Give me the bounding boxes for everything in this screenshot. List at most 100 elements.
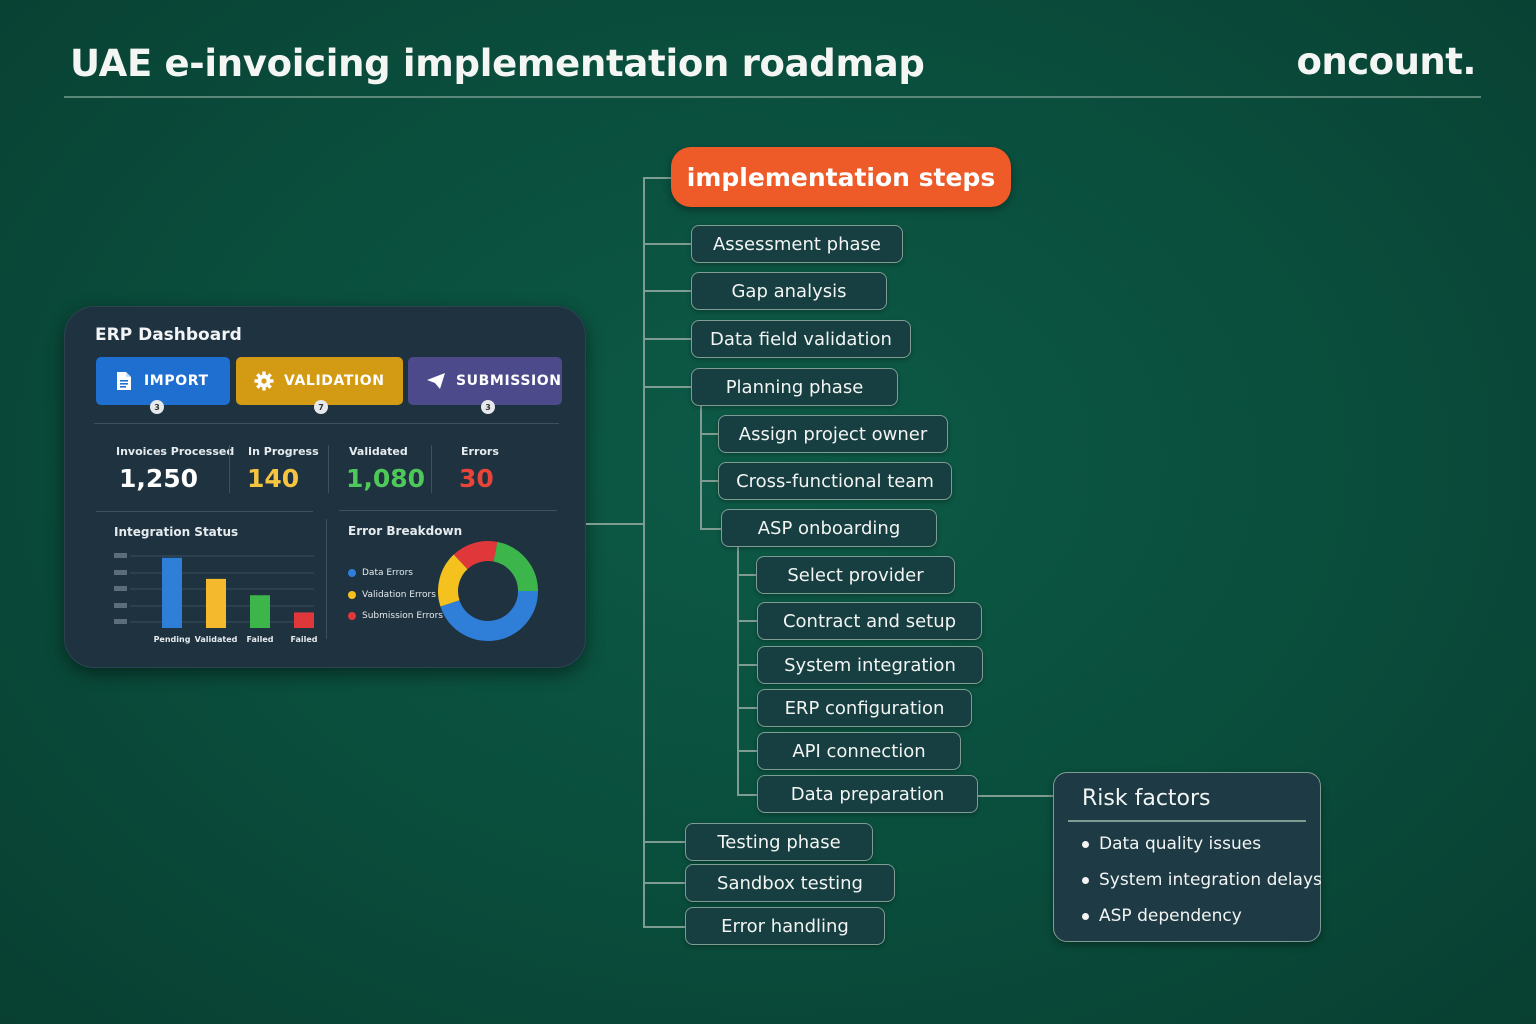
risk-item: System integration delays [1082,870,1322,890]
submission-badge: 3 [481,400,495,414]
branch-connector [737,707,758,709]
legend-label: Data Errors [362,568,413,578]
node-system-integration: System integration [757,646,983,684]
validation-button[interactable]: VALIDATION [236,357,403,405]
node-api-connection: API connection [757,732,961,770]
donut-segment-red [453,541,498,570]
stat-divider [431,445,432,493]
risk-item-label: System integration delays [1099,870,1322,890]
header-divider [64,96,1481,98]
stat-value-errors: 30 [459,464,494,493]
donut-segment-yellow [438,554,468,607]
integration-status-chart: Pending Validated Failed Failed [114,553,318,644]
node-contract-and-setup: Contract and setup [757,602,982,640]
risk-factors-title: Risk factors [1082,786,1211,811]
panel-divider [339,510,557,511]
dashboard-title: ERP Dashboard [95,325,242,345]
risk-factors-box: Risk factors Data quality issues System … [1053,772,1322,942]
branch-connector [643,243,692,245]
bar-label-2: Failed [246,635,273,644]
import-badge: 3 [150,400,164,414]
legend-submission-errors: Submission Errors [348,611,443,621]
risk-divider [1068,820,1306,822]
branch-connector [737,574,757,576]
branch-connector [643,386,692,388]
donut-segment-blue [440,590,538,641]
donut-hole [459,562,517,620]
donut-segment-green [493,541,538,592]
bar-label-3: Failed [290,635,317,644]
error-breakdown-title: Error Breakdown [348,524,463,538]
error-breakdown-donut [438,541,538,641]
y-tick-mark [114,586,127,591]
bar-label-1: Validated [195,635,238,644]
branch-connector [737,750,758,752]
import-button-label: IMPORT [144,373,209,389]
import-button[interactable]: IMPORT [96,357,230,405]
node-gap-analysis: Gap analysis [691,272,887,310]
panel-divider [96,511,313,512]
risk-item: ASP dependency [1082,906,1242,926]
dashboard-divider [94,423,559,424]
implementation-steps-root: implementation steps [671,147,1011,207]
asp-branch-line [737,547,739,796]
node-sandbox-testing: Sandbox testing [685,864,895,902]
brand-logo: oncount. [1296,40,1476,83]
stat-label-errors: Errors [461,445,499,458]
validation-badge: 7 [314,400,328,414]
branch-connector [700,480,719,482]
stat-value-validated: 1,080 [346,464,426,493]
node-assessment-phase: Assessment phase [691,225,903,263]
stat-value-invoices: 1,250 [119,464,199,493]
stat-divider [229,445,230,493]
integration-status-title: Integration Status [114,525,239,539]
bullet-icon [1082,876,1089,884]
stat-label-in-progress: In Progress [248,445,319,458]
legend-dot-red [348,612,356,620]
branch-connector [700,433,719,435]
risk-connector [977,795,1054,797]
bar-0 [162,557,182,628]
node-cross-functional-team: Cross-functional team [718,462,952,500]
branch-connector [643,338,692,340]
dashboard-connector [586,523,644,525]
stat-divider [328,445,329,493]
document-icon [114,371,134,391]
node-erp-configuration: ERP configuration [757,689,972,727]
bar-label-0: Pending [154,635,191,644]
legend-dot-yellow [348,591,356,599]
node-data-preparation: Data preparation [757,775,978,813]
planning-branch-line [700,406,702,530]
branch-connector [737,794,758,796]
legend-label: Submission Errors [362,611,443,621]
legend-data-errors: Data Errors [348,568,413,578]
bullet-icon [1082,840,1089,848]
node-select-provider: Select provider [756,556,955,594]
branch-connector [737,664,758,666]
risk-item-label: ASP dependency [1099,906,1242,926]
erp-dashboard-card: ERP Dashboard IMPORT VALIDATION SUBMISSI… [64,306,586,668]
node-asp-onboarding: ASP onboarding [721,509,937,547]
legend-label: Validation Errors [362,590,436,600]
tree-trunk [643,177,645,928]
panel-divider [326,519,327,639]
gear-icon [254,371,274,391]
risk-item: Data quality issues [1082,834,1261,854]
page-title: UAE e-invoicing implementation roadmap [70,42,925,85]
branch-connector [737,620,758,622]
bullet-icon [1082,912,1089,920]
stat-label-validated: Validated [349,445,408,458]
legend-validation-errors: Validation Errors [348,590,436,600]
branch-connector [643,290,692,292]
validation-button-label: VALIDATION [284,373,385,389]
y-tick-mark [114,603,127,608]
bar-1 [206,578,226,628]
legend-dot-blue [348,569,356,577]
branch-connector [643,882,686,884]
submission-button[interactable]: SUBMISSION [408,357,562,405]
risk-item-label: Data quality issues [1099,834,1262,854]
stat-label-invoices: Invoices Processed [116,445,235,458]
root-connector [643,177,672,179]
node-error-handling: Error handling [685,907,885,945]
submission-button-label: SUBMISSION [456,373,562,389]
